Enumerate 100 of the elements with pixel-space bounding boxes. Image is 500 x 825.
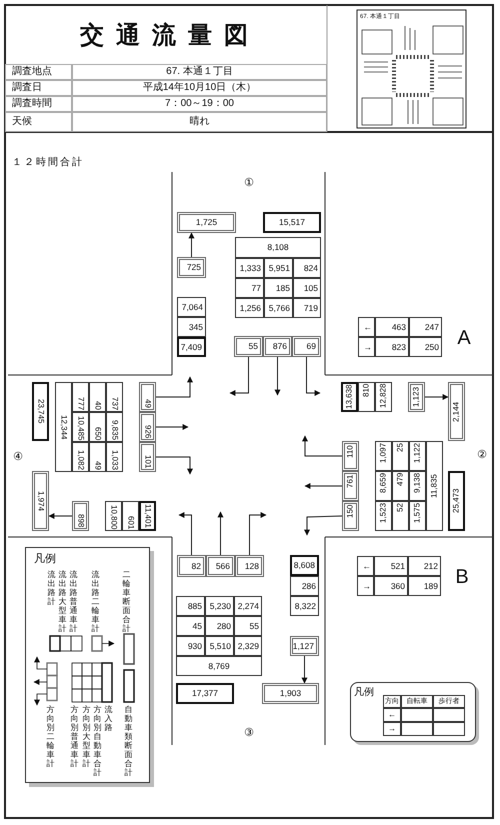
count-box: 876 (263, 336, 292, 357)
count-cell: 8,322 (290, 596, 319, 616)
approach-number: ③ (243, 726, 255, 740)
count-box: 23,745 (32, 382, 49, 441)
count-cell: 13,638 (341, 382, 358, 412)
legend-label: 方向別普通車計 (70, 705, 79, 768)
count-box: 25,473 (448, 471, 465, 531)
legend-label: 方向別二輪車計 (46, 705, 55, 768)
count-cell: 77 (235, 278, 264, 298)
count-cell: ← (357, 556, 374, 576)
count-box: 1,903 (262, 683, 319, 704)
arrow (302, 435, 342, 456)
header-cell: 天候 (5, 112, 72, 132)
count-cell: 10,485 (72, 412, 89, 442)
count-cell: 55 (234, 616, 262, 636)
header-cell: 調査地点 (5, 64, 72, 80)
count-cell: 8,659 (375, 471, 392, 501)
count-cell: 719 (293, 298, 321, 318)
count-cell: 7,409 (177, 337, 206, 357)
arrow (48, 513, 72, 519)
count-cell: 737 (106, 382, 123, 412)
legend-heading: 凡例 (33, 552, 57, 566)
count-cell: 479 (392, 471, 409, 501)
legend-heading: 凡例 (353, 686, 375, 700)
count-cell: 8,608 (290, 555, 319, 576)
count-cell: 9,138 (409, 471, 426, 501)
count-cell: 885 (176, 596, 205, 616)
count-box: 15,517 (263, 212, 321, 233)
count-box: 1,725 (177, 212, 236, 233)
arrow (304, 483, 342, 489)
header-cell: 7：00～19：00 (72, 96, 327, 112)
count-cell: → (357, 576, 374, 596)
header-cell: 平成14年10月10日（木） (72, 80, 327, 96)
count-box: 128 (235, 555, 264, 577)
legend-label: 流出路大型車計 (58, 570, 67, 633)
count-cell: 1,523 (375, 501, 392, 531)
count-cell: 810 (358, 382, 375, 412)
count-cell: 40 (89, 382, 106, 412)
count-cell: 12,344 (55, 382, 72, 472)
arrow (229, 356, 249, 396)
count-cell: 823 (375, 337, 409, 357)
legend-label: 流出路二輪車計 (91, 570, 100, 633)
count-cell: 52 (392, 501, 409, 531)
count-box: 69 (292, 336, 321, 357)
section-letter: A (456, 326, 472, 350)
count-cell: 10,800 (105, 501, 122, 531)
count-cell: 345 (177, 317, 206, 337)
count-cell: 247 (409, 317, 442, 337)
legend-label: 流出路普通車計 (69, 570, 78, 633)
count-cell: 1,082 (72, 442, 89, 472)
count-cell: 5,766 (264, 298, 293, 318)
count-cell: 824 (293, 258, 321, 278)
count-cell: 11,401 (139, 501, 156, 531)
arrow (218, 511, 224, 556)
count-box: 1,123 (408, 382, 425, 412)
count-cell: 2,274 (234, 596, 262, 616)
arrow (156, 424, 189, 430)
count-box: 82 (177, 555, 206, 577)
arrow (249, 512, 267, 556)
count-cell: 5,510 (205, 636, 234, 656)
count-cell: 1,333 (235, 258, 264, 278)
count-cell: 5,230 (205, 596, 234, 616)
count-cell: 8,769 (176, 656, 262, 676)
count-box: 55 (234, 336, 263, 357)
count-box: 101 (139, 442, 156, 472)
arrow (178, 512, 192, 556)
count-box: 761 (342, 471, 359, 501)
section-heading: １２時間合計 (11, 156, 85, 170)
title: 交通流量図 (79, 21, 261, 51)
count-cell: 2,329 (234, 636, 262, 656)
legend-label: 方向別大型車計 (82, 705, 91, 768)
arrow (188, 232, 194, 258)
header-cell: 67. 本通１丁目 (72, 64, 327, 80)
legend-label: 流入路 (104, 705, 113, 732)
count-cell: 280 (205, 616, 234, 636)
direction-cell: → (383, 722, 401, 736)
count-cell: 463 (375, 317, 409, 337)
count-cell: 1,575 (409, 501, 426, 531)
count-box: 725 (177, 257, 206, 278)
count-cell: 212 (408, 556, 441, 576)
count-cell: 650 (89, 412, 106, 442)
arrow (274, 356, 280, 396)
direction-cell: ← (383, 708, 401, 722)
count-cell: 360 (374, 576, 408, 596)
count-cell: 45 (176, 616, 205, 636)
section-letter: B (454, 565, 470, 589)
header-cell: 調査時間 (5, 96, 72, 112)
count-cell: → (358, 337, 375, 357)
count-cell: 1,122 (409, 441, 426, 471)
count-cell: 1,097 (375, 441, 392, 471)
count-box: 17,377 (176, 683, 234, 704)
count-box: 2,144 (448, 382, 465, 441)
approach-number: ② (476, 448, 488, 462)
arrow (156, 376, 193, 398)
legend-label: 二輪車断面合計 (122, 570, 131, 633)
count-cell: 5,951 (264, 258, 293, 278)
count-cell: 12,828 (375, 382, 392, 412)
count-cell: 930 (176, 636, 205, 656)
count-cell: 601 (122, 501, 139, 531)
count-cell: 7,064 (177, 297, 206, 317)
